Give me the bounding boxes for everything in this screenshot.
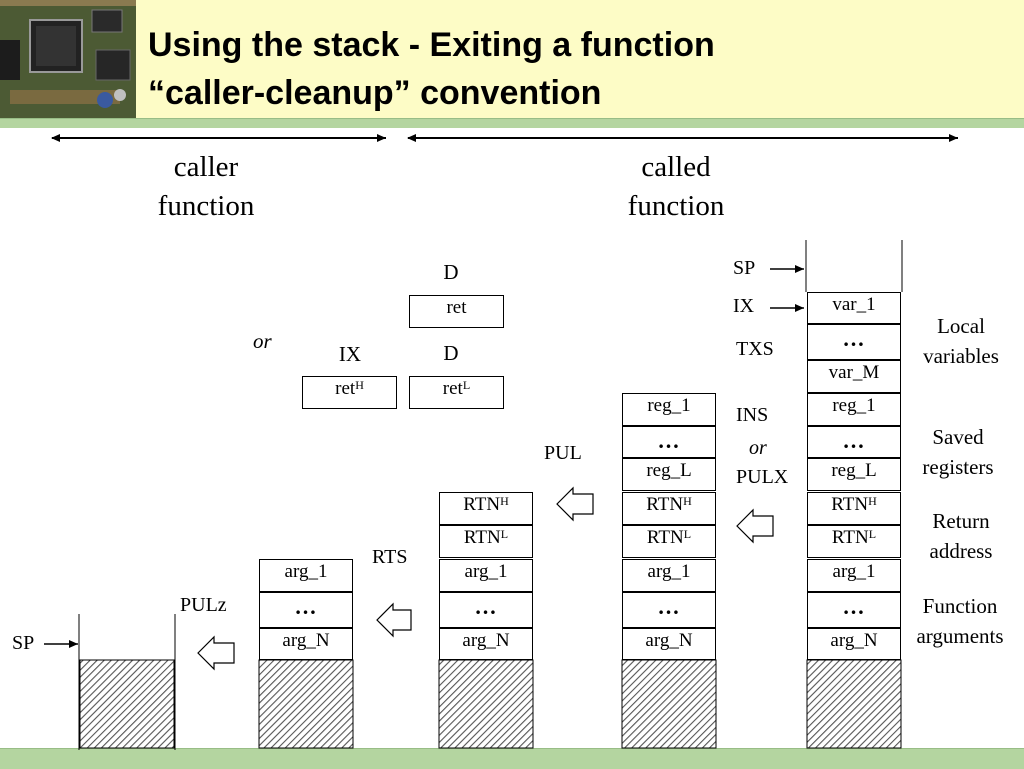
or-label: or [253,329,272,353]
step-arrow-2 [376,602,412,638]
pulx-label: PULX [736,466,789,488]
stack5-var-m: var_M [807,360,901,393]
stack2-ellipsis: … [259,592,353,628]
step-arrow-1 [197,635,235,671]
header-divider [0,118,1024,128]
stack5-arg-1: arg_1 [807,559,901,592]
stack4-ellipsis-2: … [622,592,716,628]
ins-or-label: or [749,437,767,459]
d-register-label-2: D [443,341,459,365]
stack5-ellipsis: … [807,324,901,360]
stack4-arg-1: arg_1 [622,559,716,592]
ix-register-label: IX [338,342,362,366]
txs-label: TXS [736,338,774,360]
circuit-board-photo [0,0,136,118]
stack5-var-1: var_1 [807,292,901,324]
stack-base-1 [79,659,175,749]
pul-label: PUL [544,442,582,464]
stack4-ellipsis: … [622,426,716,458]
pulz-label: PULz [180,594,227,616]
stack5-reg-1: reg_1 [807,393,901,426]
stack-base-3 [438,659,534,749]
slide-header [0,0,1024,120]
d-register-label: D [443,260,459,284]
stack4-reg-l: reg_L [622,458,716,491]
stack5-ellipsis-3: … [807,592,901,628]
ins-label: INS [736,404,769,426]
stack4-reg-1: reg_1 [622,393,716,426]
stack5-arg-n: arg_N [807,628,901,660]
slide-title: Using the stack - Exiting a function [148,26,715,64]
stack5-ellipsis-2: … [807,426,901,458]
stack3-arg-n: arg_N [439,628,533,660]
ix-pointer-label: IX [733,295,755,317]
step-arrow-4 [736,508,774,544]
stack-base-2 [258,659,354,749]
sp-pointer-label-2: SP [12,632,35,654]
stack3-arg-1: arg_1 [439,559,533,592]
step-arrow-3 [556,486,594,522]
ret-register-box: ret [409,295,504,328]
stack-base-5 [806,659,902,749]
stack3-ellipsis: … [439,592,533,628]
rts-label: RTS [372,546,408,568]
stack2-arg-n: arg_N [259,628,353,660]
stack-base-4 [621,659,717,749]
sp-pointer-label: SP [733,257,756,279]
slide-subtitle: “caller-cleanup” convention [148,74,602,112]
stack5-reg-l: reg_L [807,458,901,491]
stack4-arg-n: arg_N [622,628,716,660]
stack2-arg-1: arg_1 [259,559,353,592]
